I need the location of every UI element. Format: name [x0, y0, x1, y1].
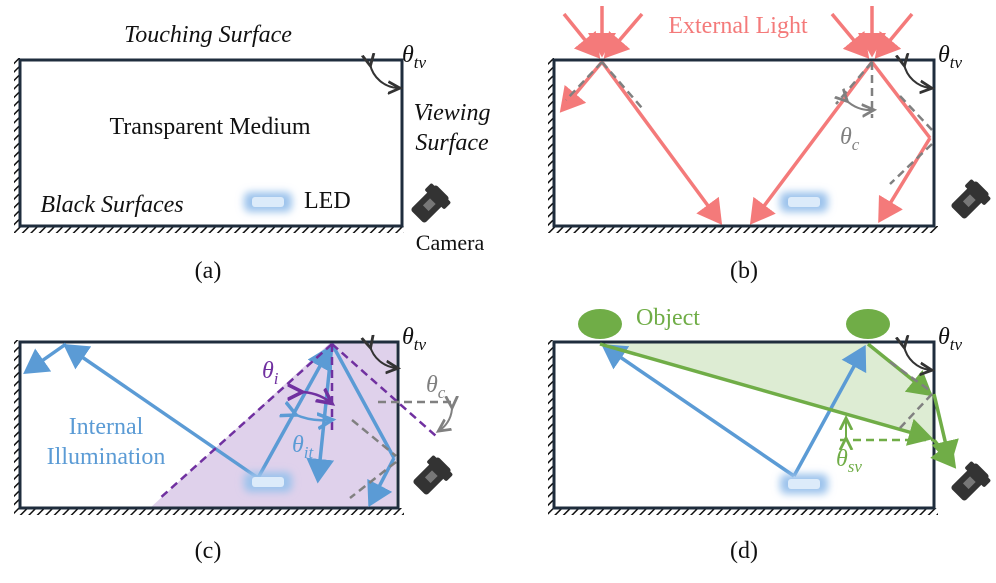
panel-d: Object θsv θtv (d) — [548, 305, 993, 564]
transparent-medium-box — [18, 58, 404, 228]
angle-tv-arc — [370, 346, 396, 368]
angle-c-arc — [846, 100, 872, 110]
critical-angle-lines — [565, 61, 933, 185]
caption-d: (d) — [730, 538, 758, 564]
black-surface-bottom — [548, 508, 938, 515]
angle-tv-label: θtv — [938, 324, 963, 354]
angle-tv-label: θtv — [402, 324, 427, 354]
black-surface-bottom — [14, 226, 404, 233]
viewing-surface-label-1: Viewing — [414, 100, 491, 126]
caption-a: (a) — [195, 258, 222, 284]
angle-c-arc — [440, 406, 452, 430]
black-surface-left — [548, 340, 554, 510]
external-light-label: External Light — [668, 13, 808, 39]
external-light-rays — [559, 6, 932, 225]
angle-it-arc — [294, 414, 330, 420]
critical-angle-lines — [889, 360, 933, 429]
black-surface-left — [14, 58, 20, 228]
angle-tv-arc — [904, 346, 930, 370]
led-icon — [780, 474, 828, 494]
led-icon — [244, 192, 292, 212]
touching-surface-label: Touching Surface — [124, 22, 292, 48]
object-right — [846, 309, 890, 339]
black-surface-left — [14, 340, 20, 510]
internal-illumination-label-1: Internal — [69, 414, 144, 440]
object-label: Object — [636, 305, 700, 331]
camera-icon — [947, 459, 993, 505]
angle-c-label: θc — [426, 372, 446, 402]
object-left — [578, 309, 622, 339]
angle-tv-arc — [904, 64, 930, 88]
escape-cone-region — [150, 341, 396, 508]
angle-i-label: θi — [262, 358, 279, 388]
transparent-medium-box — [552, 58, 936, 228]
led-label: LED — [304, 188, 351, 214]
medium-label: Transparent Medium — [109, 114, 310, 140]
camera-icon — [947, 177, 993, 223]
viewing-surface-label-2: Surface — [415, 130, 489, 156]
critical-angle-lines — [349, 400, 452, 499]
internal-light-rays — [601, 344, 867, 478]
transparent-medium-box — [18, 340, 400, 510]
led-icon — [244, 472, 292, 492]
camera-label: Camera — [416, 230, 485, 255]
black-surface-bottom — [548, 226, 938, 233]
led-icon — [780, 192, 828, 212]
internal-illumination-label-2: Illumination — [47, 444, 166, 470]
black-surfaces-label: Black Surfaces — [40, 192, 183, 218]
black-surface-bottom — [14, 508, 404, 515]
caption-c: (c) — [195, 538, 222, 564]
angle-c-label: θc — [840, 124, 860, 154]
transparent-medium-box — [552, 340, 936, 510]
angle-it-label: θit — [292, 432, 315, 462]
black-surface-left — [548, 58, 554, 228]
camera-icon — [409, 453, 455, 499]
panel-b: External Light θc θtv (b) — [548, 6, 993, 284]
angle-sv-label: θsv — [836, 446, 862, 476]
panel-a: Touching Surface Transparent Medium View… — [14, 22, 490, 284]
angle-tv-label: θtv — [402, 42, 427, 72]
caption-b: (b) — [730, 258, 758, 284]
camera-icon — [407, 181, 453, 227]
angle-tv-label: θtv — [938, 42, 963, 72]
panel-c: θtv θi θit θc Internal Illumination (c) — [14, 324, 455, 564]
angle-tv-arc — [370, 64, 398, 88]
